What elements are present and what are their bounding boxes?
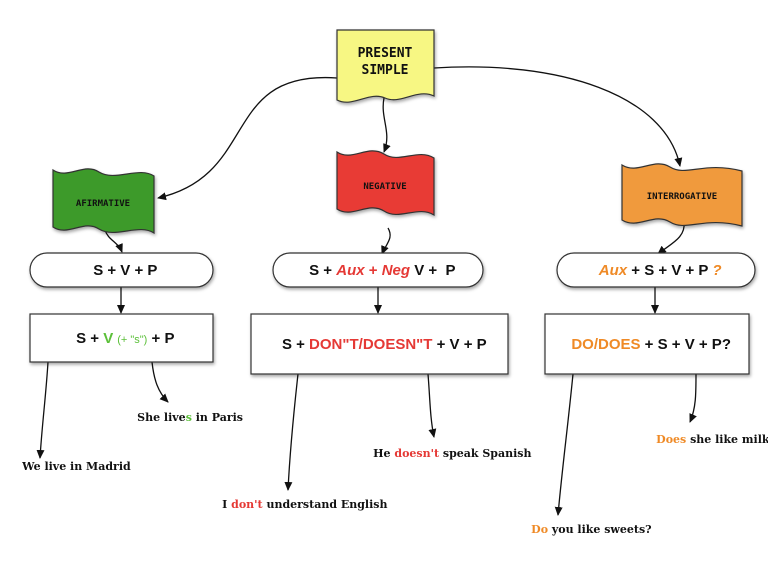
affirmative-flag-label: AFIRMATIVE	[76, 199, 130, 209]
interrogative-example-1: Does she like milk?	[637, 433, 768, 446]
arrow-int-rule-to-ex1	[689, 373, 697, 423]
arrow-neg-rule-to-ex1	[427, 373, 437, 438]
arrow-aff-rule-to-ex2	[36, 361, 49, 459]
negative-formula-pill	[272, 252, 484, 288]
affirmative-example-2: We live in Madrid	[3, 460, 142, 473]
negative-rule-box	[250, 313, 509, 375]
arrow-root-to-negative	[382, 97, 391, 153]
affirmative-example-1: She lives in Paris	[118, 411, 255, 424]
arrow-neg-rule-to-ex2	[284, 373, 299, 491]
root-title-line2: SIMPLE	[362, 63, 409, 78]
negative-flag-label: NEGATIVE	[363, 182, 406, 192]
interrogative-example-2: Do you like sweets?	[512, 523, 663, 536]
negative-flag-shape	[336, 150, 435, 217]
root-flag-shape	[336, 29, 435, 103]
affirmative-rule: S + V(+ "s") + P	[55, 330, 186, 347]
interrogative-rule-box	[544, 313, 750, 375]
interrogative-node	[621, 163, 743, 227]
negative-rule: S + DON"T/DOESN"T + V + P	[261, 336, 499, 353]
arrow-root-to-affirmative	[157, 76, 338, 201]
negative-example-2: I don't understand English	[203, 498, 399, 511]
affirmative-formula: S + V + P	[72, 262, 169, 279]
arrow-aff-flag-to-formula	[104, 229, 123, 253]
affirmative-node	[52, 168, 155, 235]
interrogative-flag-shape	[621, 163, 743, 227]
arrow-int-rule-to-ex2	[554, 373, 574, 516]
affirmative-rule-box	[29, 313, 214, 363]
interrogative-formula-pill	[556, 252, 756, 288]
negative-example-1: He doesn't speak Spanish	[354, 447, 543, 460]
affirmative-formula-pill	[29, 252, 214, 288]
root-title-line1: PRESENT	[358, 46, 413, 61]
arrow-neg-flag-to-formula	[381, 227, 391, 255]
negative-node	[336, 150, 435, 217]
arrow-aff-rule-to-ex1	[151, 361, 169, 403]
arrow-int-flag-to-formula	[657, 221, 685, 255]
affirmative-flag-shape	[52, 168, 155, 235]
interrogative-rule: DO/DOES + S + V + P?	[550, 336, 743, 353]
interrogative-flag-label: INTERROGATIVE	[647, 192, 717, 202]
root-node	[336, 29, 435, 103]
arrow-root-to-interrogative	[433, 66, 683, 167]
negative-formula: S + Aux + Neg V + P	[288, 262, 467, 279]
interrogative-formula: Aux + S + V + P ?	[578, 262, 734, 279]
